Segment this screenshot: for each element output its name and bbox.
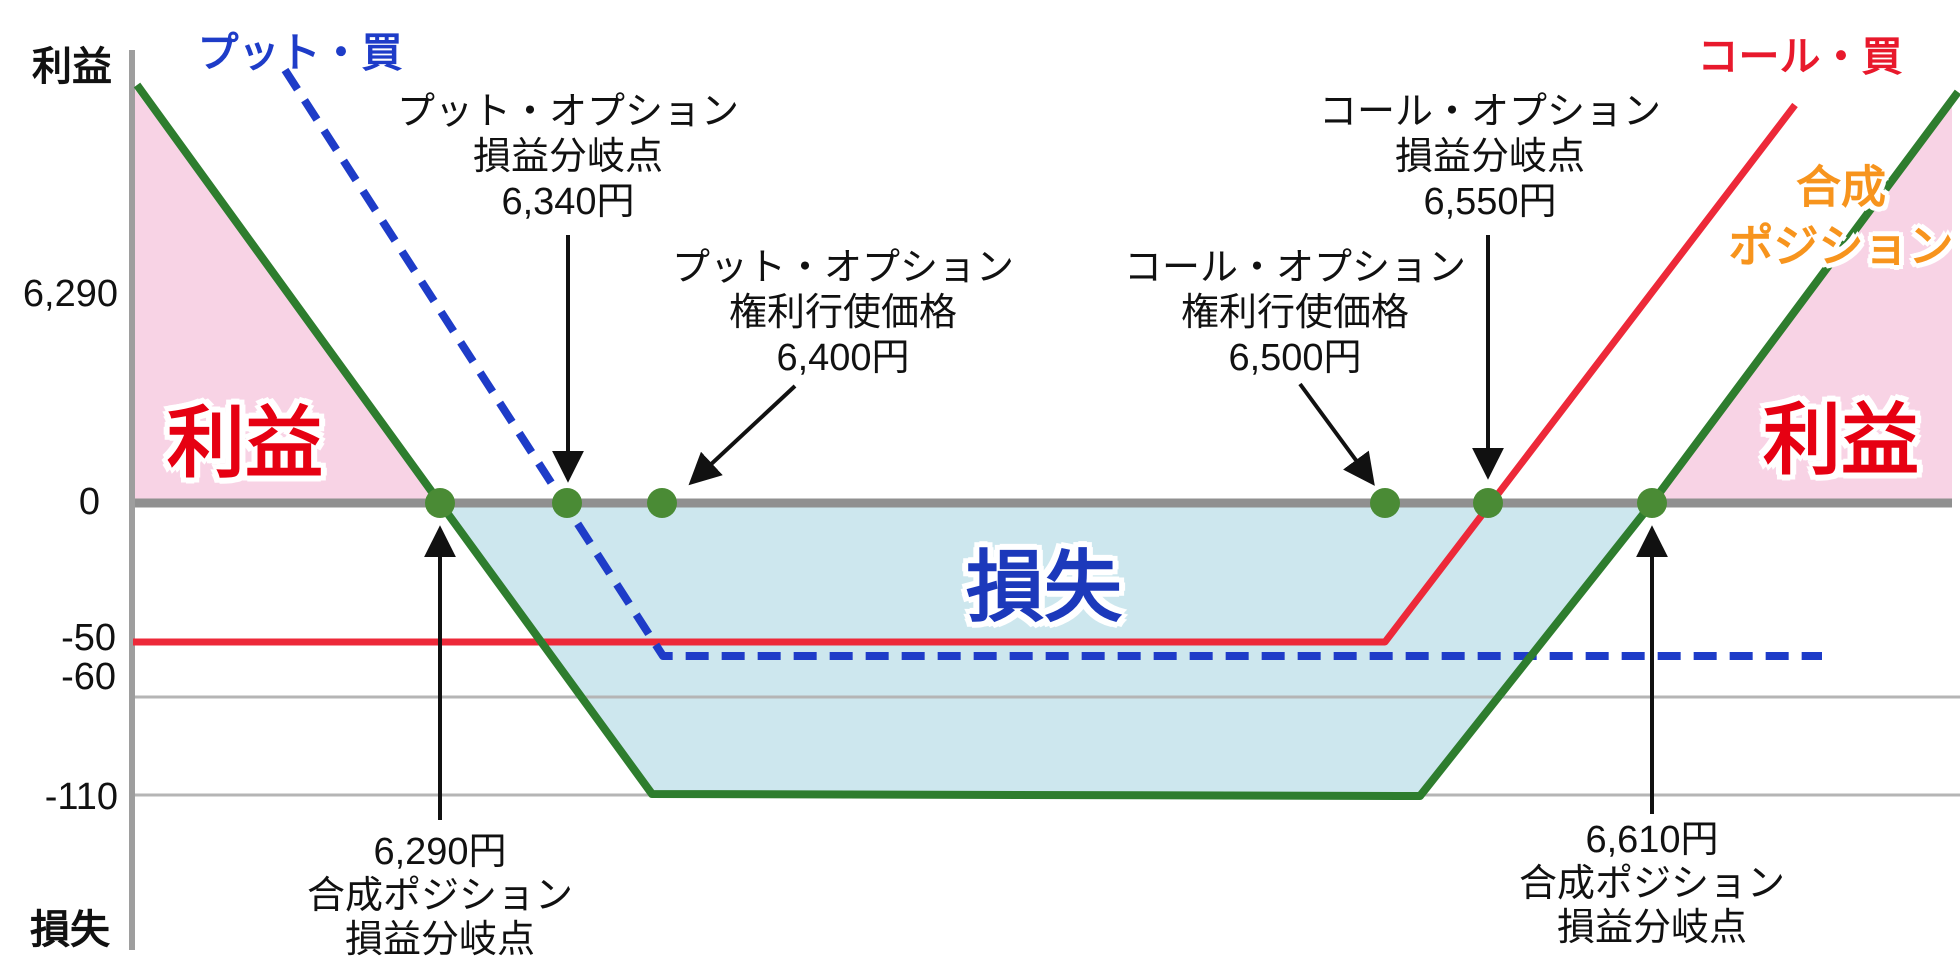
dot-synthetic-breakeven-right (1637, 488, 1667, 518)
dot-put-breakeven (552, 488, 582, 518)
dot-synthetic-breakeven-left (425, 488, 455, 518)
call-strike-annotation-line1: コール・オプション (1123, 247, 1467, 289)
synthetic-position-line (133, 82, 1960, 800)
call-breakeven-annotation-line2: 損益分岐点 (1394, 136, 1586, 178)
put-breakeven-annotation-line2: 損益分岐点 (472, 136, 664, 178)
profit-region-right-label: 利益 (1762, 396, 1920, 484)
dot-call-breakeven (1473, 488, 1503, 518)
call-breakeven-annotation-line1: コール・オプション (1318, 91, 1662, 133)
legend-put-buy: プット・買 (197, 29, 403, 76)
put-strike-annotation-line1: プット・オプション (671, 247, 1015, 289)
put-strike-annotation-line3: 6,400円 (776, 337, 910, 379)
put-buy-line (281, 67, 1822, 660)
y-tick-minus50: -50 (61, 617, 116, 659)
legend-synthetic-line1: 合成 (1795, 161, 1887, 213)
arrow-put-strike (688, 384, 797, 486)
synthetic-breakeven-right-line2: 合成ポジション (1518, 863, 1786, 905)
y-tick-0: 0 (78, 481, 100, 523)
synthetic-breakeven-left-line2: 合成ポジション (306, 875, 574, 917)
synthetic-breakeven-right-line3: 損益分岐点 (1556, 907, 1748, 949)
loss-region-label: 損失 (965, 543, 1123, 631)
call-strike-annotation-line3: 6,500円 (1228, 337, 1362, 379)
synthetic-breakeven-left-line3: 損益分岐点 (344, 919, 536, 961)
put-breakeven-annotation-line1: プット・オプション (396, 91, 740, 133)
call-strike-annotation-line2: 権利行使価格 (1180, 292, 1410, 334)
y-tick-minus110: -110 (44, 776, 118, 818)
y-axis-loss-label: 損失 (30, 908, 110, 952)
put-breakeven-annotation-line3: 6,340円 (501, 181, 635, 223)
call-buy-line (133, 102, 1798, 646)
profit-region-left-label: 利益 (166, 399, 324, 487)
legend-synthetic-line2: ポジション (1728, 220, 1954, 272)
arrow-call-strike (1298, 382, 1375, 486)
legend-call-buy: コール・買 (1697, 33, 1903, 80)
y-tick-minus60: -60 (61, 656, 116, 698)
dot-call-strike (1370, 488, 1400, 518)
put-strike-annotation-line2: 権利行使価格 (728, 292, 958, 334)
call-breakeven-annotation-line3: 6,550円 (1423, 181, 1557, 223)
synthetic-breakeven-left-line1: 6,290円 (373, 831, 507, 873)
synthetic-breakeven-right-line1: 6,610円 (1585, 819, 1719, 861)
y-axis-profit-label: 利益 (32, 45, 112, 89)
y-tick-6290: 6,290 (22, 273, 118, 315)
dot-put-strike (647, 488, 677, 518)
loss-region-fill (440, 505, 1652, 796)
